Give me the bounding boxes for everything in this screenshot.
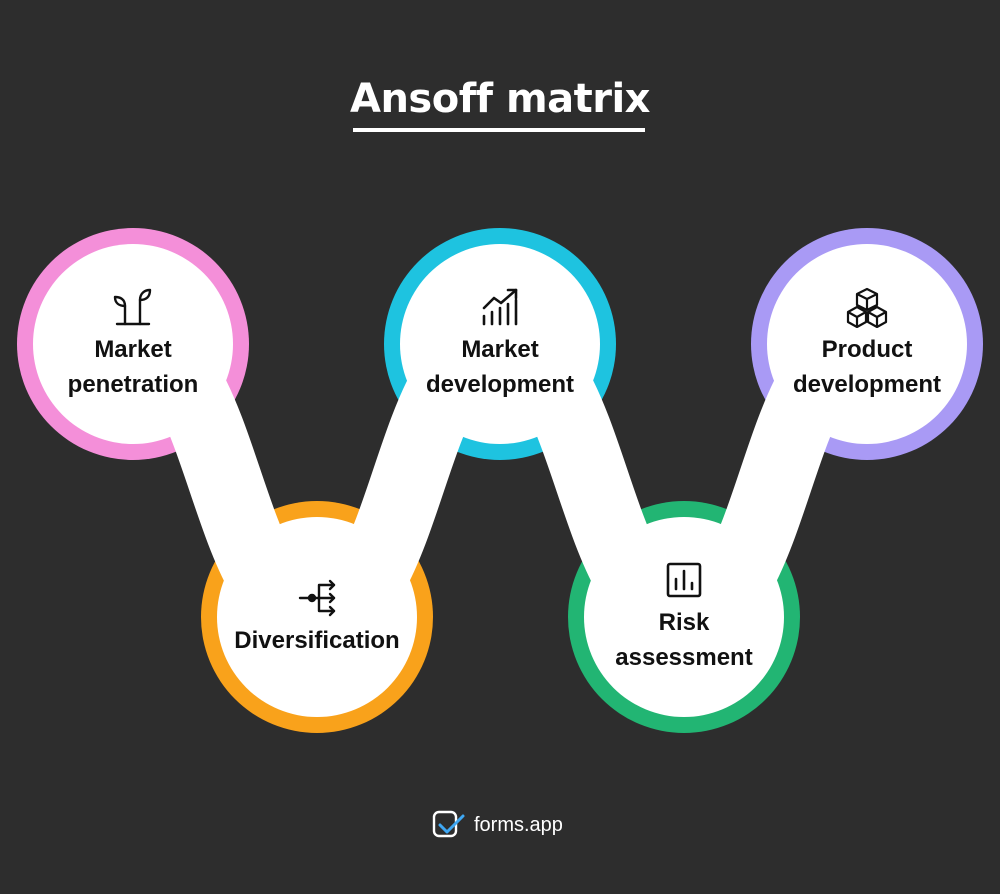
stacked-boxes-icon [846,287,888,328]
node-label: Market development [425,336,575,398]
node-product-development: Product development [767,244,967,444]
rising-bar-chart-icon [482,288,518,326]
bar-chart-box-icon [666,562,702,598]
disc-diversification [217,517,417,717]
rings [17,228,983,733]
node-diversification: Diversification [217,517,417,717]
forms-app-logo: forms.app [432,810,563,840]
sprout-icon [113,288,152,326]
node-label: Diversification [234,626,400,654]
node-market-development: Market development [400,244,600,444]
branching-arrows-icon [298,579,336,616]
forms-app-logo-icon [432,810,465,838]
node-label: Market penetration [67,336,199,398]
node-label: Product development [792,336,942,398]
node-market-penetration: Market penetration [33,244,233,444]
logo-text: forms.app [474,813,563,836]
disc-market-penetration [33,244,233,444]
page-title: Ansoff matrix [350,76,650,122]
node-label: Risk assessment [615,609,753,671]
disc-market-development [400,244,600,444]
disc-risk-assessment [584,517,784,717]
disc-product-development [767,244,967,444]
node-risk-assessment: Risk assessment [584,517,784,717]
title-underline [353,128,645,132]
